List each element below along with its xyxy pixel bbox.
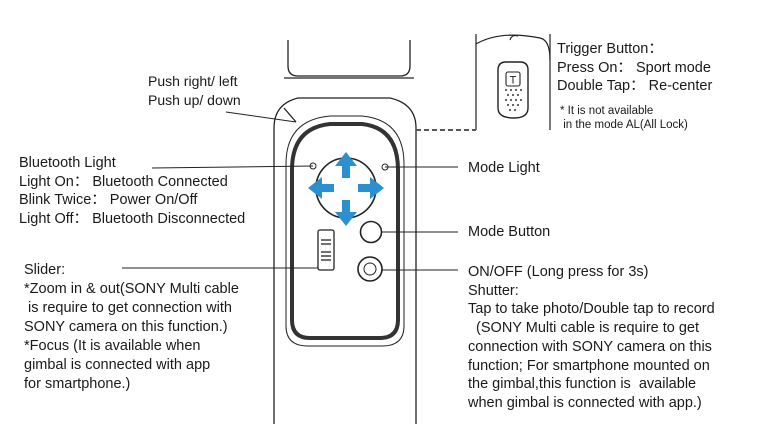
- trigger-inset: [475, 34, 551, 130]
- joystick-label: Push right/ left Push up/ down: [148, 73, 241, 108]
- slider[interactable]: [317, 229, 335, 271]
- right-arrow-icon: [358, 177, 384, 199]
- bluetooth-light-label: Bluetooth Light Light On： Bluetooth Conn…: [19, 155, 246, 227]
- mode-button[interactable]: [359, 220, 383, 244]
- trigger-t-icon: [505, 71, 521, 87]
- joystick-arrows: [308, 152, 384, 226]
- trigger-glyph: T: [510, 75, 517, 87]
- leader-lines: [122, 111, 458, 271]
- slider-label: Slider: *Zoom in & out(SONY Multi cable …: [24, 262, 239, 392]
- down-arrow-icon: [335, 200, 357, 226]
- up-arrow-icon: [335, 152, 357, 178]
- control-panel: [290, 122, 400, 340]
- left-arrow-icon: [308, 177, 334, 199]
- trigger-grip-dots: [504, 88, 523, 112]
- onoff-label: ON/OFF (Long press for 3s) Shutter: Tap …: [468, 264, 715, 411]
- gimbal-handle: [273, 40, 417, 424]
- onoff-button[interactable]: [357, 256, 383, 282]
- trigger-note: * It is not available in the mode AL(All…: [560, 105, 688, 131]
- trigger-button: [497, 61, 529, 119]
- mode-light-label: Mode Light: [468, 160, 540, 176]
- trigger-label: Trigger Button： Press On： Sport mode Dou…: [557, 41, 713, 94]
- mode-button-label: Mode Button: [468, 224, 551, 240]
